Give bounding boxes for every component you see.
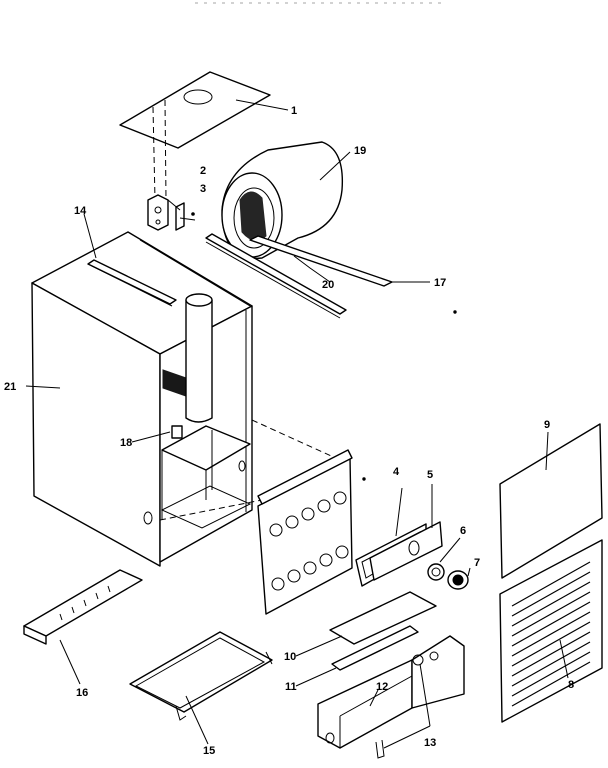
blower-rail-20 bbox=[205, 233, 347, 319]
callout-3: 3 bbox=[200, 183, 206, 195]
stray-dot bbox=[453, 310, 457, 314]
callout-7: 7 bbox=[474, 557, 480, 569]
leader-lines bbox=[25, 99, 569, 749]
grille-louvers bbox=[511, 561, 591, 707]
cabinet bbox=[31, 231, 341, 567]
fitting-7 bbox=[447, 570, 469, 590]
callout-9: 9 bbox=[544, 419, 550, 431]
grille-panel bbox=[499, 539, 603, 723]
callout-2: 2 bbox=[200, 165, 206, 177]
plate-10 bbox=[329, 591, 437, 645]
callout-15: 15 bbox=[203, 745, 215, 757]
callout-11: 11 bbox=[285, 681, 297, 693]
callouts: 1 2 3 4 5 6 7 8 9 10 11 12 13 14 15 16 1… bbox=[4, 105, 574, 757]
callout-19: 19 bbox=[354, 145, 366, 157]
burner-box bbox=[317, 635, 465, 759]
callout-13: 13 bbox=[424, 737, 436, 749]
bracket-3 bbox=[175, 202, 195, 231]
burner-holes-upper bbox=[269, 491, 347, 537]
plate-11 bbox=[331, 625, 419, 671]
channel-16 bbox=[23, 569, 143, 645]
callout-5: 5 bbox=[427, 469, 433, 481]
callout-21: 21 bbox=[4, 381, 16, 393]
gasket-5 bbox=[369, 521, 443, 581]
burner-front-plate bbox=[257, 449, 353, 615]
tray-15 bbox=[129, 631, 273, 721]
stray-dot bbox=[362, 477, 366, 481]
callout-14: 14 bbox=[74, 205, 87, 217]
ring-6 bbox=[427, 563, 445, 581]
blower-housing bbox=[221, 141, 344, 259]
burner-holes-lower bbox=[271, 545, 349, 591]
callout-4: 4 bbox=[393, 466, 400, 478]
filter-panel bbox=[499, 423, 603, 579]
top-plate bbox=[119, 71, 271, 201]
callout-8: 8 bbox=[568, 679, 574, 691]
callout-12: 12 bbox=[376, 681, 388, 693]
callout-18: 18 bbox=[120, 437, 132, 449]
callout-20: 20 bbox=[322, 279, 334, 291]
callout-6: 6 bbox=[460, 525, 466, 537]
callout-1: 1 bbox=[291, 105, 297, 117]
callout-17: 17 bbox=[434, 277, 446, 289]
callout-16: 16 bbox=[76, 687, 88, 699]
bracket-2 bbox=[147, 194, 169, 231]
callout-10: 10 bbox=[284, 651, 296, 663]
